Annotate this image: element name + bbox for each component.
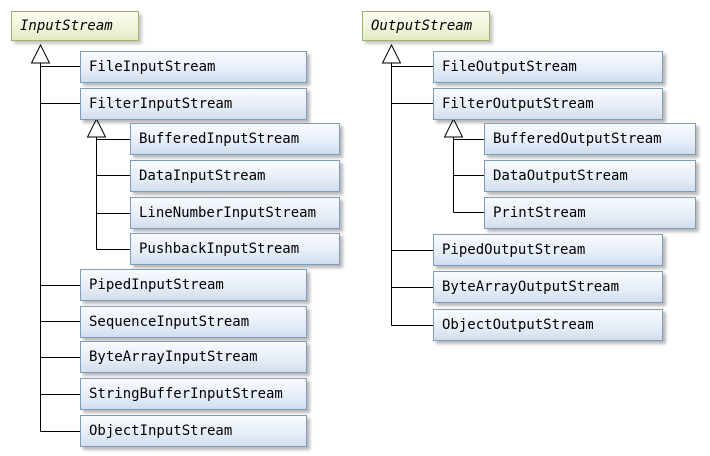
class-pushbackinputstream: PushbackInputStream xyxy=(130,233,340,265)
inheritance-connectors xyxy=(40,63,484,432)
class-objectoutputstream: ObjectOutputStream xyxy=(433,309,663,341)
inheritance-arrow-filteroutputstream xyxy=(443,117,464,138)
inheritance-arrow-filterinputstream xyxy=(86,117,107,138)
class-fileinputstream: FileInputStream xyxy=(80,51,307,83)
class-bytearrayinputstream: ByteArrayInputStream xyxy=(80,341,307,373)
class-fileoutputstream: FileOutputStream xyxy=(433,51,663,83)
class-dataoutputstream: DataOutputStream xyxy=(484,160,696,192)
class-printstream: PrintStream xyxy=(484,197,696,229)
class-inputstream: InputStream xyxy=(11,11,139,41)
inheritance-arrow-inputstream xyxy=(30,43,51,64)
class-bufferedoutputstream: BufferedOutputStream xyxy=(484,123,696,155)
class-filteroutputstream: FilterOutputStream xyxy=(433,88,663,120)
class-bufferedinputstream: BufferedInputStream xyxy=(130,123,340,155)
generalization-arrowheads xyxy=(30,43,464,138)
class-pipedoutputstream: PipedOutputStream xyxy=(433,234,663,266)
class-outputstream: OutputStream xyxy=(362,11,490,41)
inheritance-arrow-outputstream xyxy=(381,43,402,64)
class-filterinputstream: FilterInputStream xyxy=(80,88,307,120)
class-sequenceinputstream: SequenceInputStream xyxy=(80,306,307,338)
class-pipedinputstream: PipedInputStream xyxy=(80,269,307,301)
class-datainputstream: DataInputStream xyxy=(130,160,340,192)
class-bytearrayoutputstream: ByteArrayOutputStream xyxy=(433,271,663,303)
class-stringbufferinputstream: StringBufferInputStream xyxy=(80,378,307,410)
class-objectinputstream: ObjectInputStream xyxy=(80,415,307,447)
class-linenumberinputstream: LineNumberInputStream xyxy=(130,197,340,229)
